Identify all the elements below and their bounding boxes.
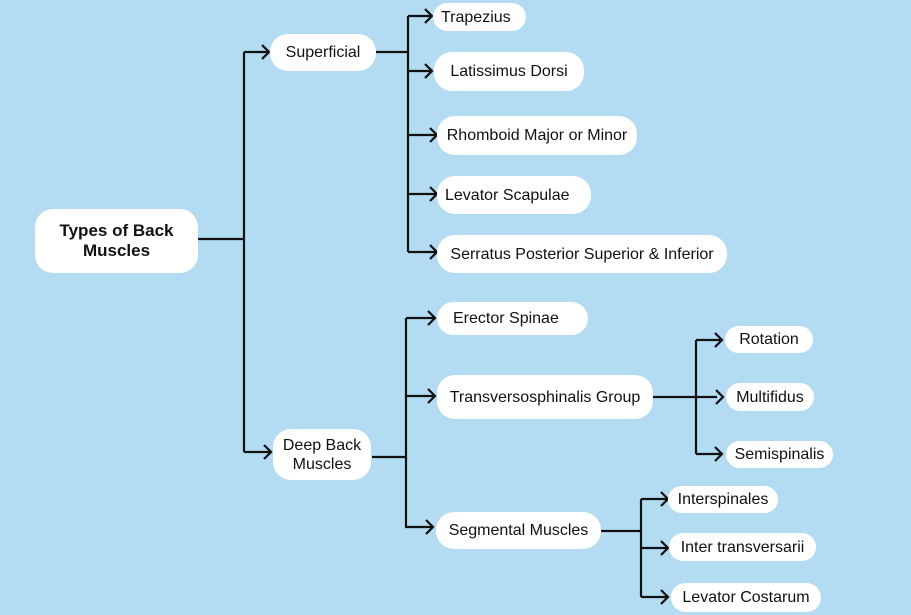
node-levator-scapulae: Levator Scapulae bbox=[437, 176, 591, 214]
node-latissimus-dorsi: Latissimus Dorsi bbox=[434, 52, 584, 91]
label: Erector Spinae bbox=[453, 310, 559, 327]
connector-root bbox=[198, 52, 246, 452]
label: Transversosphinalis Group bbox=[449, 388, 641, 406]
label: Rhomboid Major or Minor bbox=[446, 127, 628, 144]
arrow-deep bbox=[263, 444, 273, 460]
root-line1: Types of Back bbox=[59, 221, 174, 240]
label: Rotation bbox=[739, 331, 799, 348]
label: Semispinalis bbox=[734, 446, 825, 463]
node-superficial: Superficial bbox=[270, 34, 376, 71]
label: Multifidus bbox=[736, 388, 804, 406]
label: Segmental Muscles bbox=[448, 522, 589, 539]
superficial-label: Superficial bbox=[285, 44, 361, 61]
node-rotation: Rotation bbox=[725, 326, 813, 353]
arrow-superficial bbox=[261, 44, 271, 60]
node-root: Types of Back Muscles bbox=[35, 209, 198, 273]
label: Inter transversarii bbox=[680, 538, 805, 556]
label: Interspinales bbox=[677, 491, 769, 508]
label: Levator Scapulae bbox=[445, 186, 570, 204]
node-serratus: Serratus Posterior Superior & Inferior bbox=[437, 235, 727, 273]
label: Serratus Posterior Superior & Inferior bbox=[450, 245, 714, 263]
node-erector-spinae: Erector Spinae bbox=[437, 302, 588, 335]
node-interspinales: Interspinales bbox=[668, 486, 778, 513]
node-deep-back-muscles: Deep Back Muscles bbox=[273, 429, 371, 480]
connector-superficial-children bbox=[376, 16, 410, 252]
node-inter-transversarii: Inter transversarii bbox=[669, 533, 816, 561]
label: Levator Costarum bbox=[682, 589, 810, 606]
node-levator-costarum: Levator Costarum bbox=[671, 583, 821, 612]
deep-line1: Deep Back bbox=[282, 436, 362, 454]
node-rhomboid: Rhomboid Major or Minor bbox=[437, 116, 637, 155]
node-segmental-muscles: Segmental Muscles bbox=[436, 512, 601, 549]
node-multifidus: Multifidus bbox=[726, 383, 814, 411]
node-semispinalis: Semispinalis bbox=[726, 441, 833, 468]
root-line2: Muscles bbox=[82, 241, 151, 260]
node-trapezius: Trapezius bbox=[433, 3, 526, 31]
label: Latissimus Dorsi bbox=[450, 63, 568, 80]
deep-line2: Muscles bbox=[292, 455, 352, 473]
connector-deep-children bbox=[372, 318, 408, 527]
label: Trapezius bbox=[441, 8, 511, 26]
node-transversosphinalis: Transversosphinalis Group bbox=[437, 375, 653, 419]
